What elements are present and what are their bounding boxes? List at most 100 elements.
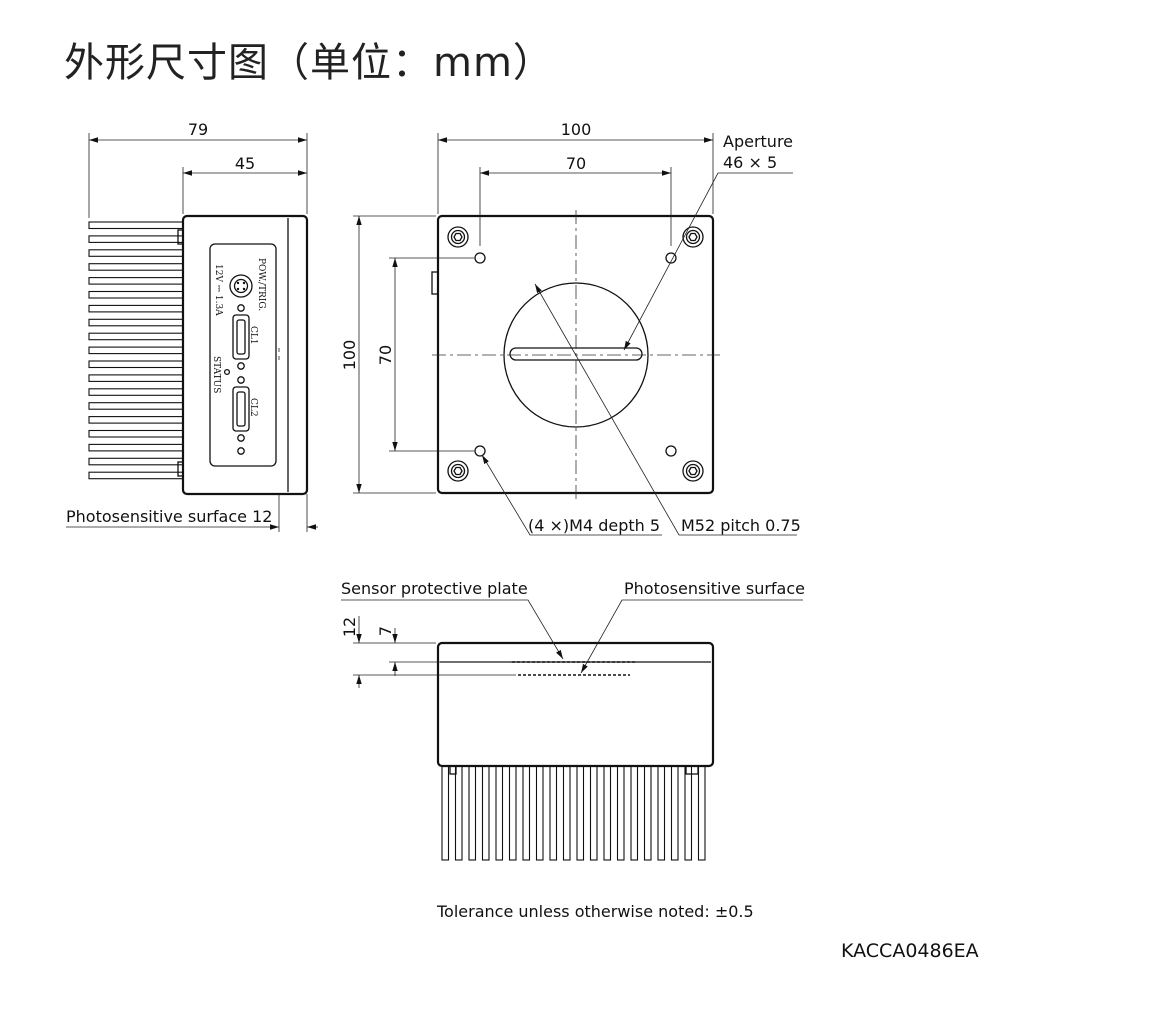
- dim-overall-depth: 79: [188, 120, 208, 139]
- corner-screw-top-right: [682, 226, 704, 248]
- m52-leader: [534, 283, 797, 536]
- bottom-fin: [481, 765, 490, 861]
- bottom-fin: [522, 765, 531, 861]
- dim-hole-pitch-v: 70: [376, 345, 395, 365]
- cl1-connector-inner: [236, 319, 246, 355]
- bottom-fin: [549, 765, 558, 861]
- lens-mount-m52: [503, 282, 649, 428]
- power-rating-label: 12V ⎓ 1.3A: [213, 264, 223, 316]
- side-fin: [88, 457, 184, 466]
- m4-hole-bottom-right: [665, 445, 677, 457]
- side-view: POW./TRIG. 12V ⎓ 1.3A CL1 STATUS CL2 79 …: [66, 120, 318, 532]
- side-fin: [88, 221, 184, 230]
- side-fin: [88, 318, 184, 327]
- aperture-label: Aperture: [723, 132, 793, 151]
- m4-hole-top-right: [665, 252, 677, 264]
- aperture-leader: [623, 172, 793, 351]
- dim-height: 100: [340, 340, 359, 371]
- bottom-fin: [684, 765, 693, 861]
- tolerance-note: Tolerance unless otherwise noted: ±0.5: [436, 902, 754, 921]
- bottom-body: [436, 641, 715, 768]
- bottom-fin: [562, 765, 571, 861]
- sensor-plate-label: Sensor protective plate: [341, 579, 528, 598]
- photosensitive-note: Photosensitive surface 12: [66, 507, 272, 526]
- photosensitive-leader: [580, 599, 803, 674]
- dim-hole-pitch-h: 70: [566, 154, 586, 173]
- cl2-connector-inner: [236, 391, 246, 427]
- m4-hole-top-left: [474, 252, 486, 264]
- bottom-view: Sensor protective plate Photosensitive s…: [340, 579, 805, 861]
- cl1-label: CL1: [248, 326, 258, 345]
- cl1-screw-top: [237, 304, 245, 312]
- side-fin: [88, 332, 184, 341]
- side-fin: [88, 290, 184, 299]
- front-view: 100 70 100 70 Aperture 46 × 5 (4 ×)M4 de…: [340, 120, 801, 536]
- bottom-fin: [630, 765, 639, 861]
- page-title: 外形尺寸图（单位：mm）: [64, 40, 554, 86]
- cl1-screw-bottom: [237, 362, 245, 370]
- sensor-plate-leader: [341, 599, 564, 660]
- side-fin: [88, 346, 184, 355]
- power-pin: [236, 287, 240, 291]
- dim-body-depth: 45: [235, 154, 255, 173]
- bottom-fin: [454, 765, 463, 861]
- dim-plate: 7: [376, 626, 395, 636]
- bottom-fin: [697, 765, 706, 861]
- bottom-fin: [616, 765, 625, 861]
- cl2-label: CL2: [248, 398, 258, 417]
- side-fin: [88, 388, 184, 396]
- bottom-fin: [603, 765, 612, 861]
- bottom-fin: [535, 765, 544, 861]
- power-connector: [229, 274, 253, 298]
- pow-trig-label: POW./TRIG.: [256, 258, 266, 311]
- side-fin: [88, 374, 184, 382]
- bottom-fin: [589, 765, 598, 861]
- cl2-connector: [232, 386, 250, 432]
- side-fin: [88, 263, 184, 271]
- bottom-fin: [576, 765, 585, 861]
- hole-note: (4 ×)M4 depth 5: [528, 516, 660, 535]
- cl2-screw-bottom: [237, 434, 245, 442]
- bottom-fin: [495, 765, 504, 861]
- side-fin: [88, 277, 184, 285]
- aperture-size: 46 × 5: [723, 153, 777, 172]
- side-fin: [88, 429, 184, 438]
- bottom-fin: [670, 765, 679, 861]
- bottom-fin: [657, 765, 666, 861]
- panel-screw-bottom: [237, 447, 245, 455]
- rear-panel: [209, 243, 277, 467]
- cl2-screw-top: [237, 376, 245, 384]
- dim-surface: 12: [340, 617, 359, 637]
- side-fin: [88, 416, 184, 424]
- m4-leader: [481, 454, 662, 536]
- side-fin: [88, 402, 184, 410]
- side-fin: [88, 360, 184, 369]
- photosensitive-label: Photosensitive surface: [624, 579, 805, 598]
- side-fin: [88, 471, 184, 480]
- dim-width: 100: [561, 120, 592, 139]
- cl1-connector: [232, 314, 250, 360]
- side-heatsink-fins: [88, 221, 184, 480]
- power-pin: [242, 287, 246, 291]
- bottom-fin: [508, 765, 517, 861]
- bottom-fin: [643, 765, 652, 861]
- power-connector-inner: [233, 278, 249, 294]
- corner-screw-top-left: [447, 226, 469, 248]
- status-label: STATUS: [211, 356, 221, 393]
- power-pin: [242, 281, 246, 285]
- corner-screw-bottom-left: [447, 460, 469, 482]
- side-fin: [88, 249, 184, 257]
- m4-hole-bottom-left: [474, 445, 486, 457]
- power-pin: [236, 281, 240, 285]
- corner-screw-bottom-right: [682, 460, 704, 482]
- side-fin: [88, 443, 184, 452]
- mount-note: M52 pitch 0.75: [681, 516, 801, 535]
- side-fin: [88, 235, 184, 243]
- bottom-fin: [441, 765, 450, 861]
- status-led: [223, 368, 231, 376]
- side-fin: [88, 304, 184, 313]
- bottom-fin: [468, 765, 477, 861]
- bottom-heatsink-fins: [441, 765, 706, 861]
- drawing-code: KACCA0486EA: [841, 940, 979, 962]
